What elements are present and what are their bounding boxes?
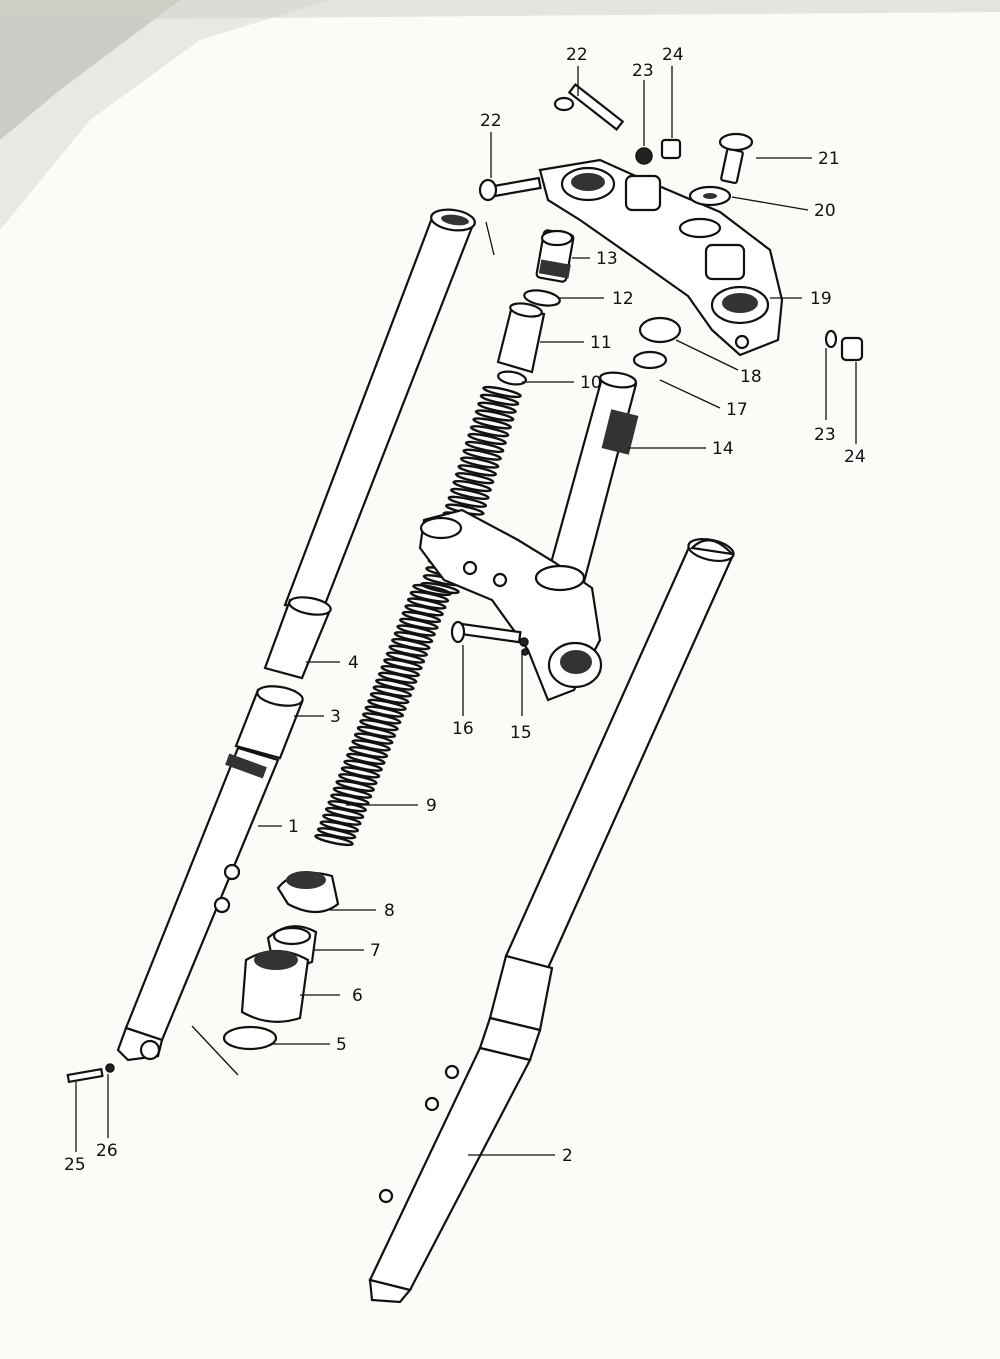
spring-coil bbox=[383, 658, 423, 671]
spring-coil bbox=[393, 631, 434, 644]
pinch-bolts bbox=[478, 83, 682, 202]
label-23a: 23 bbox=[632, 61, 654, 81]
spring-coil bbox=[340, 766, 381, 779]
right-fork-leg bbox=[368, 538, 735, 1304]
label-19: 19 bbox=[810, 289, 832, 309]
scan-noise bbox=[0, 0, 1000, 230]
spring-coil bbox=[351, 739, 391, 752]
spring-coil bbox=[479, 393, 520, 406]
drain-screw bbox=[66, 1063, 115, 1084]
label-7: 7 bbox=[370, 941, 381, 961]
label-15: 15 bbox=[510, 723, 532, 743]
spring-coil bbox=[450, 487, 490, 501]
label-25: 25 bbox=[64, 1155, 86, 1175]
spring-coil bbox=[388, 644, 428, 657]
left-fork-outer-tube bbox=[116, 208, 495, 1062]
label-26: 26 bbox=[96, 1141, 118, 1161]
spring-coil bbox=[462, 448, 502, 461]
part-number-labels: 1 2 3 4 5 6 7 8 9 10 11 12 13 14 15 16 1… bbox=[64, 45, 866, 1175]
label-24b: 24 bbox=[844, 447, 866, 467]
side-nut-washer bbox=[824, 329, 864, 362]
spring-coil bbox=[477, 401, 517, 414]
label-23b: 23 bbox=[814, 425, 836, 445]
spring-coil bbox=[472, 417, 512, 430]
spring-coil bbox=[314, 833, 354, 847]
label-3: 3 bbox=[330, 707, 341, 727]
label-11: 11 bbox=[590, 333, 612, 353]
oil-seal-parts bbox=[191, 871, 340, 1076]
label-22a: 22 bbox=[480, 111, 502, 131]
spring-coil bbox=[459, 456, 500, 469]
label-1: 1 bbox=[288, 817, 299, 837]
steering-stem-and-lower-bracket bbox=[418, 371, 639, 702]
label-8: 8 bbox=[384, 901, 395, 921]
label-5: 5 bbox=[336, 1035, 347, 1055]
spring-coil bbox=[457, 464, 497, 477]
spring-coil bbox=[346, 752, 386, 766]
leader-lines bbox=[75, 66, 857, 1156]
label-24a: 24 bbox=[662, 45, 684, 65]
spring-coil bbox=[482, 385, 522, 399]
spring-coil bbox=[335, 779, 375, 793]
upper-bracket bbox=[538, 158, 784, 370]
label-4: 4 bbox=[348, 653, 359, 673]
label-9: 9 bbox=[426, 796, 437, 816]
label-17: 17 bbox=[726, 400, 748, 420]
spring-coil bbox=[474, 409, 515, 422]
spring-coil bbox=[452, 479, 492, 493]
stem-cap-bolt bbox=[688, 132, 754, 207]
label-10: 10 bbox=[580, 373, 602, 393]
bracket-bolt bbox=[450, 620, 529, 656]
label-12: 12 bbox=[612, 289, 634, 309]
label-6: 6 bbox=[352, 986, 363, 1006]
label-22b: 22 bbox=[566, 45, 588, 65]
spring-coil bbox=[447, 495, 488, 508]
spring-coil bbox=[467, 432, 507, 446]
label-20: 20 bbox=[814, 201, 836, 221]
label-2: 2 bbox=[562, 1146, 573, 1166]
spring-coil bbox=[454, 472, 495, 485]
label-13: 13 bbox=[596, 249, 618, 269]
label-18: 18 bbox=[740, 367, 762, 387]
label-16: 16 bbox=[452, 719, 474, 739]
spring-coil bbox=[377, 671, 418, 684]
damper-parts bbox=[496, 229, 575, 386]
spring-coil bbox=[464, 440, 505, 454]
spring-coil bbox=[469, 425, 510, 438]
label-14: 14 bbox=[712, 439, 734, 459]
label-21: 21 bbox=[818, 149, 840, 169]
